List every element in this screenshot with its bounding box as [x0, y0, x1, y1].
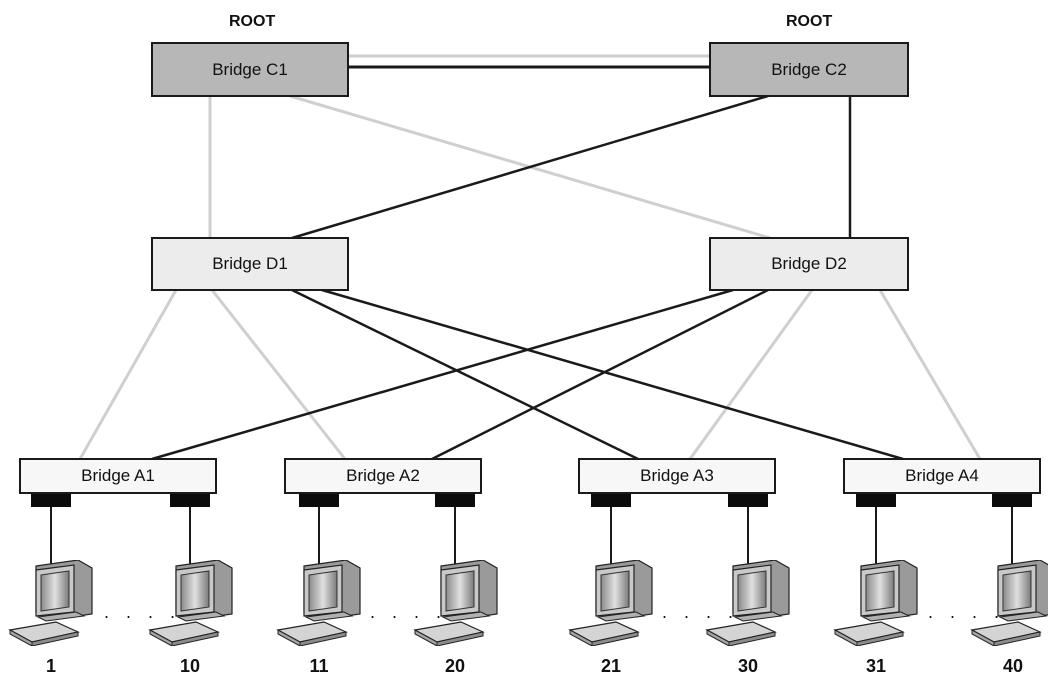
bridge-c2[interactable]: Bridge C2	[709, 42, 909, 97]
bridge-a4[interactable]: Bridge A4	[843, 458, 1041, 494]
port-a3-left	[591, 494, 631, 507]
pc-number-label: 31	[865, 656, 887, 676]
pc-number-label: 21	[600, 656, 622, 676]
computer-icon[interactable]	[833, 560, 919, 646]
port-a3-right	[728, 494, 768, 507]
bridge-a1[interactable]: Bridge A1	[19, 458, 217, 494]
pc-drop-lines	[50, 507, 1013, 568]
link-d2-a4	[878, 289, 982, 460]
pc-number-label: 40	[1002, 656, 1024, 676]
link-d2-a1	[151, 288, 734, 461]
pc-number-label: 11	[309, 656, 329, 676]
computer-icon[interactable]	[568, 560, 654, 646]
pc-number-label: 20	[444, 656, 466, 676]
bridge-d1-label: Bridge D1	[212, 254, 288, 273]
bridge-a4-label: Bridge A4	[905, 466, 979, 485]
port-a1-right	[170, 494, 210, 507]
pc-number-label: 30	[737, 656, 759, 676]
port-a1-left	[31, 494, 71, 507]
ellipsis-a1: . . . .	[104, 602, 182, 622]
root-label-c1: ROOT	[229, 13, 276, 30]
link-d1-a3	[291, 288, 639, 461]
pc-number-label: 1	[45, 656, 56, 676]
port-a4-left	[856, 494, 896, 507]
ellipsis-a3: . . . .	[662, 602, 740, 622]
bridge-d2[interactable]: Bridge D2	[709, 237, 909, 291]
bridge-d2-label: Bridge D2	[771, 254, 847, 273]
bridge-c1[interactable]: Bridge C1	[151, 42, 349, 97]
port-a2-left	[299, 494, 339, 507]
link-d1-a2	[210, 289, 347, 460]
root-label-c2: ROOT	[786, 13, 833, 30]
bridge-d1[interactable]: Bridge D1	[151, 237, 349, 291]
bridge-a1-label: Bridge A1	[81, 466, 155, 485]
ellipsis-a2: . . . .	[370, 602, 448, 622]
bridge-a3-label: Bridge A3	[640, 466, 714, 485]
bridge-a3[interactable]: Bridge A3	[578, 458, 776, 494]
link-d2-a2	[431, 288, 769, 461]
ellipsis-a4: . . . .	[928, 602, 1006, 622]
link-d1-a4	[321, 288, 904, 461]
bridge-c2-label: Bridge C2	[771, 59, 847, 79]
port-a4-right	[992, 494, 1032, 507]
port-a2-right	[435, 494, 475, 507]
link-d2-a3	[688, 289, 814, 460]
pc-number-label: 10	[179, 656, 201, 676]
bridge-a2[interactable]: Bridge A2	[284, 458, 482, 494]
bridge-a2-label: Bridge A2	[346, 466, 420, 485]
bridge-c1-label: Bridge C1	[212, 59, 288, 79]
computer-icon[interactable]	[276, 560, 362, 646]
link-c2-d1	[291, 94, 769, 240]
computer-icon[interactable]	[8, 560, 94, 646]
link-d1-a1	[78, 289, 178, 460]
